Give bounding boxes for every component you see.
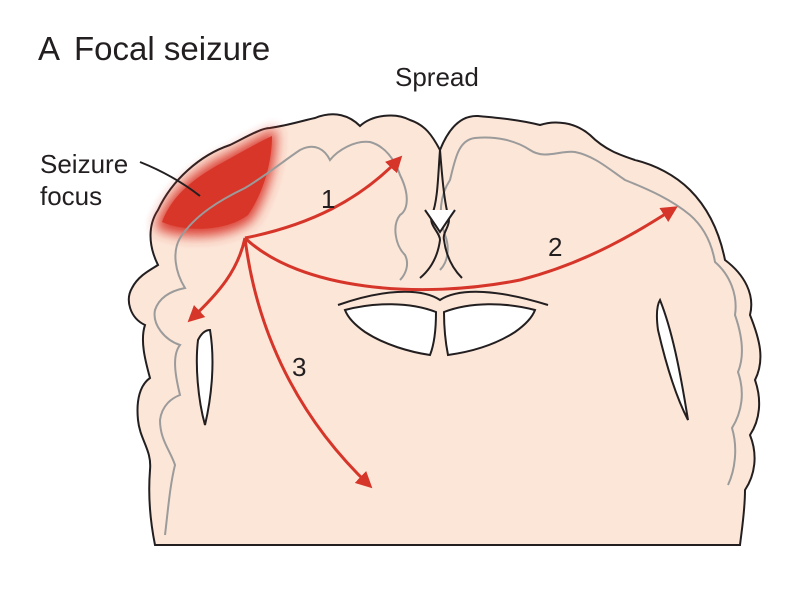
left-ventricle [343, 303, 438, 357]
right-ventricle [442, 303, 537, 357]
panel-letter: A [38, 30, 61, 67]
pathway-2-number: 2 [548, 232, 563, 262]
focus-label-line1: Seizure [40, 149, 129, 179]
pathway-3-arrow [243, 237, 373, 489]
focus-label-line2: focus [40, 181, 103, 211]
cortex-inner-line [153, 136, 743, 536]
right-lateral-sulcus [655, 297, 689, 421]
pathway-local-arrow [187, 237, 247, 323]
pathway-3-number: 3 [292, 352, 307, 382]
midline-fissure [419, 149, 442, 279]
pathway-1-arrow [244, 155, 403, 240]
corpus-callosum [337, 290, 549, 306]
left-lateral-sulcus [195, 328, 214, 426]
pathway-1-number: 1 [321, 184, 336, 214]
midline-gap [424, 209, 456, 234]
spread-arrows [187, 155, 678, 489]
midline-fissure-right [439, 149, 463, 279]
panel-title-text: Focal seizure [74, 30, 271, 67]
pathway-2-arrow [243, 206, 678, 292]
panel-title: A Focal seizure [38, 30, 270, 68]
spread-label: Spread [395, 62, 479, 92]
seizure-focus-core [162, 136, 272, 229]
focus-leader-line [139, 161, 201, 197]
seizure-focus-label: Seizure focus [40, 148, 128, 212]
